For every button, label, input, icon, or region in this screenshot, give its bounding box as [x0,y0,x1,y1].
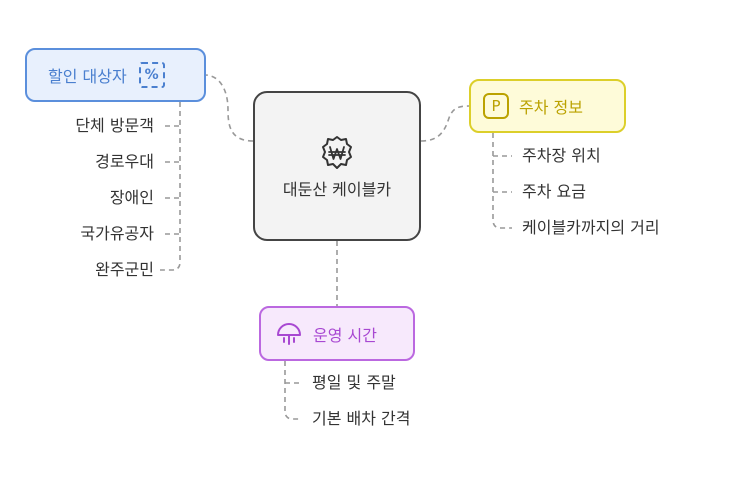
link-parking-leaves [492,133,512,229]
won-badge-icon [322,135,352,169]
link-center-parking [420,105,470,142]
hours-node[interactable]: 운영 시간 [259,306,415,361]
discount-item[interactable]: 완주군민 [95,260,154,279]
hours-item[interactable]: 기본 배차 간격 [312,409,411,428]
parking-item[interactable]: 케이블카까지의 거리 [522,218,660,237]
discount-item[interactable]: 단체 방문객 [75,116,154,135]
discount-item[interactable]: 장애인 [109,188,154,207]
discount-label: 할인 대상자 [48,67,127,86]
link-hours-leaves [284,361,302,420]
link-center-discount [205,74,254,142]
discount-item[interactable]: 국가유공자 [80,224,154,243]
center-title: 대둔산 케이블카 [282,179,392,199]
discount-node[interactable]: 할인 대상자 % [25,48,206,102]
link-discount-leaves [160,102,181,271]
parking-item[interactable]: 주차 요금 [522,182,586,201]
umbrella-icon [277,322,301,345]
center-node[interactable]: 대둔산 케이블카 [253,91,421,241]
hours-item[interactable]: 평일 및 주말 [312,373,396,392]
parking-node[interactable]: P 주차 정보 [469,79,626,133]
parking-icon: P [483,93,509,119]
discount-item[interactable]: 경로우대 [95,152,154,171]
hours-label: 운영 시간 [313,325,377,345]
parking-item[interactable]: 주차장 위치 [522,146,601,165]
percent-icon: % [138,62,165,88]
parking-label: 주차 정보 [519,98,583,117]
